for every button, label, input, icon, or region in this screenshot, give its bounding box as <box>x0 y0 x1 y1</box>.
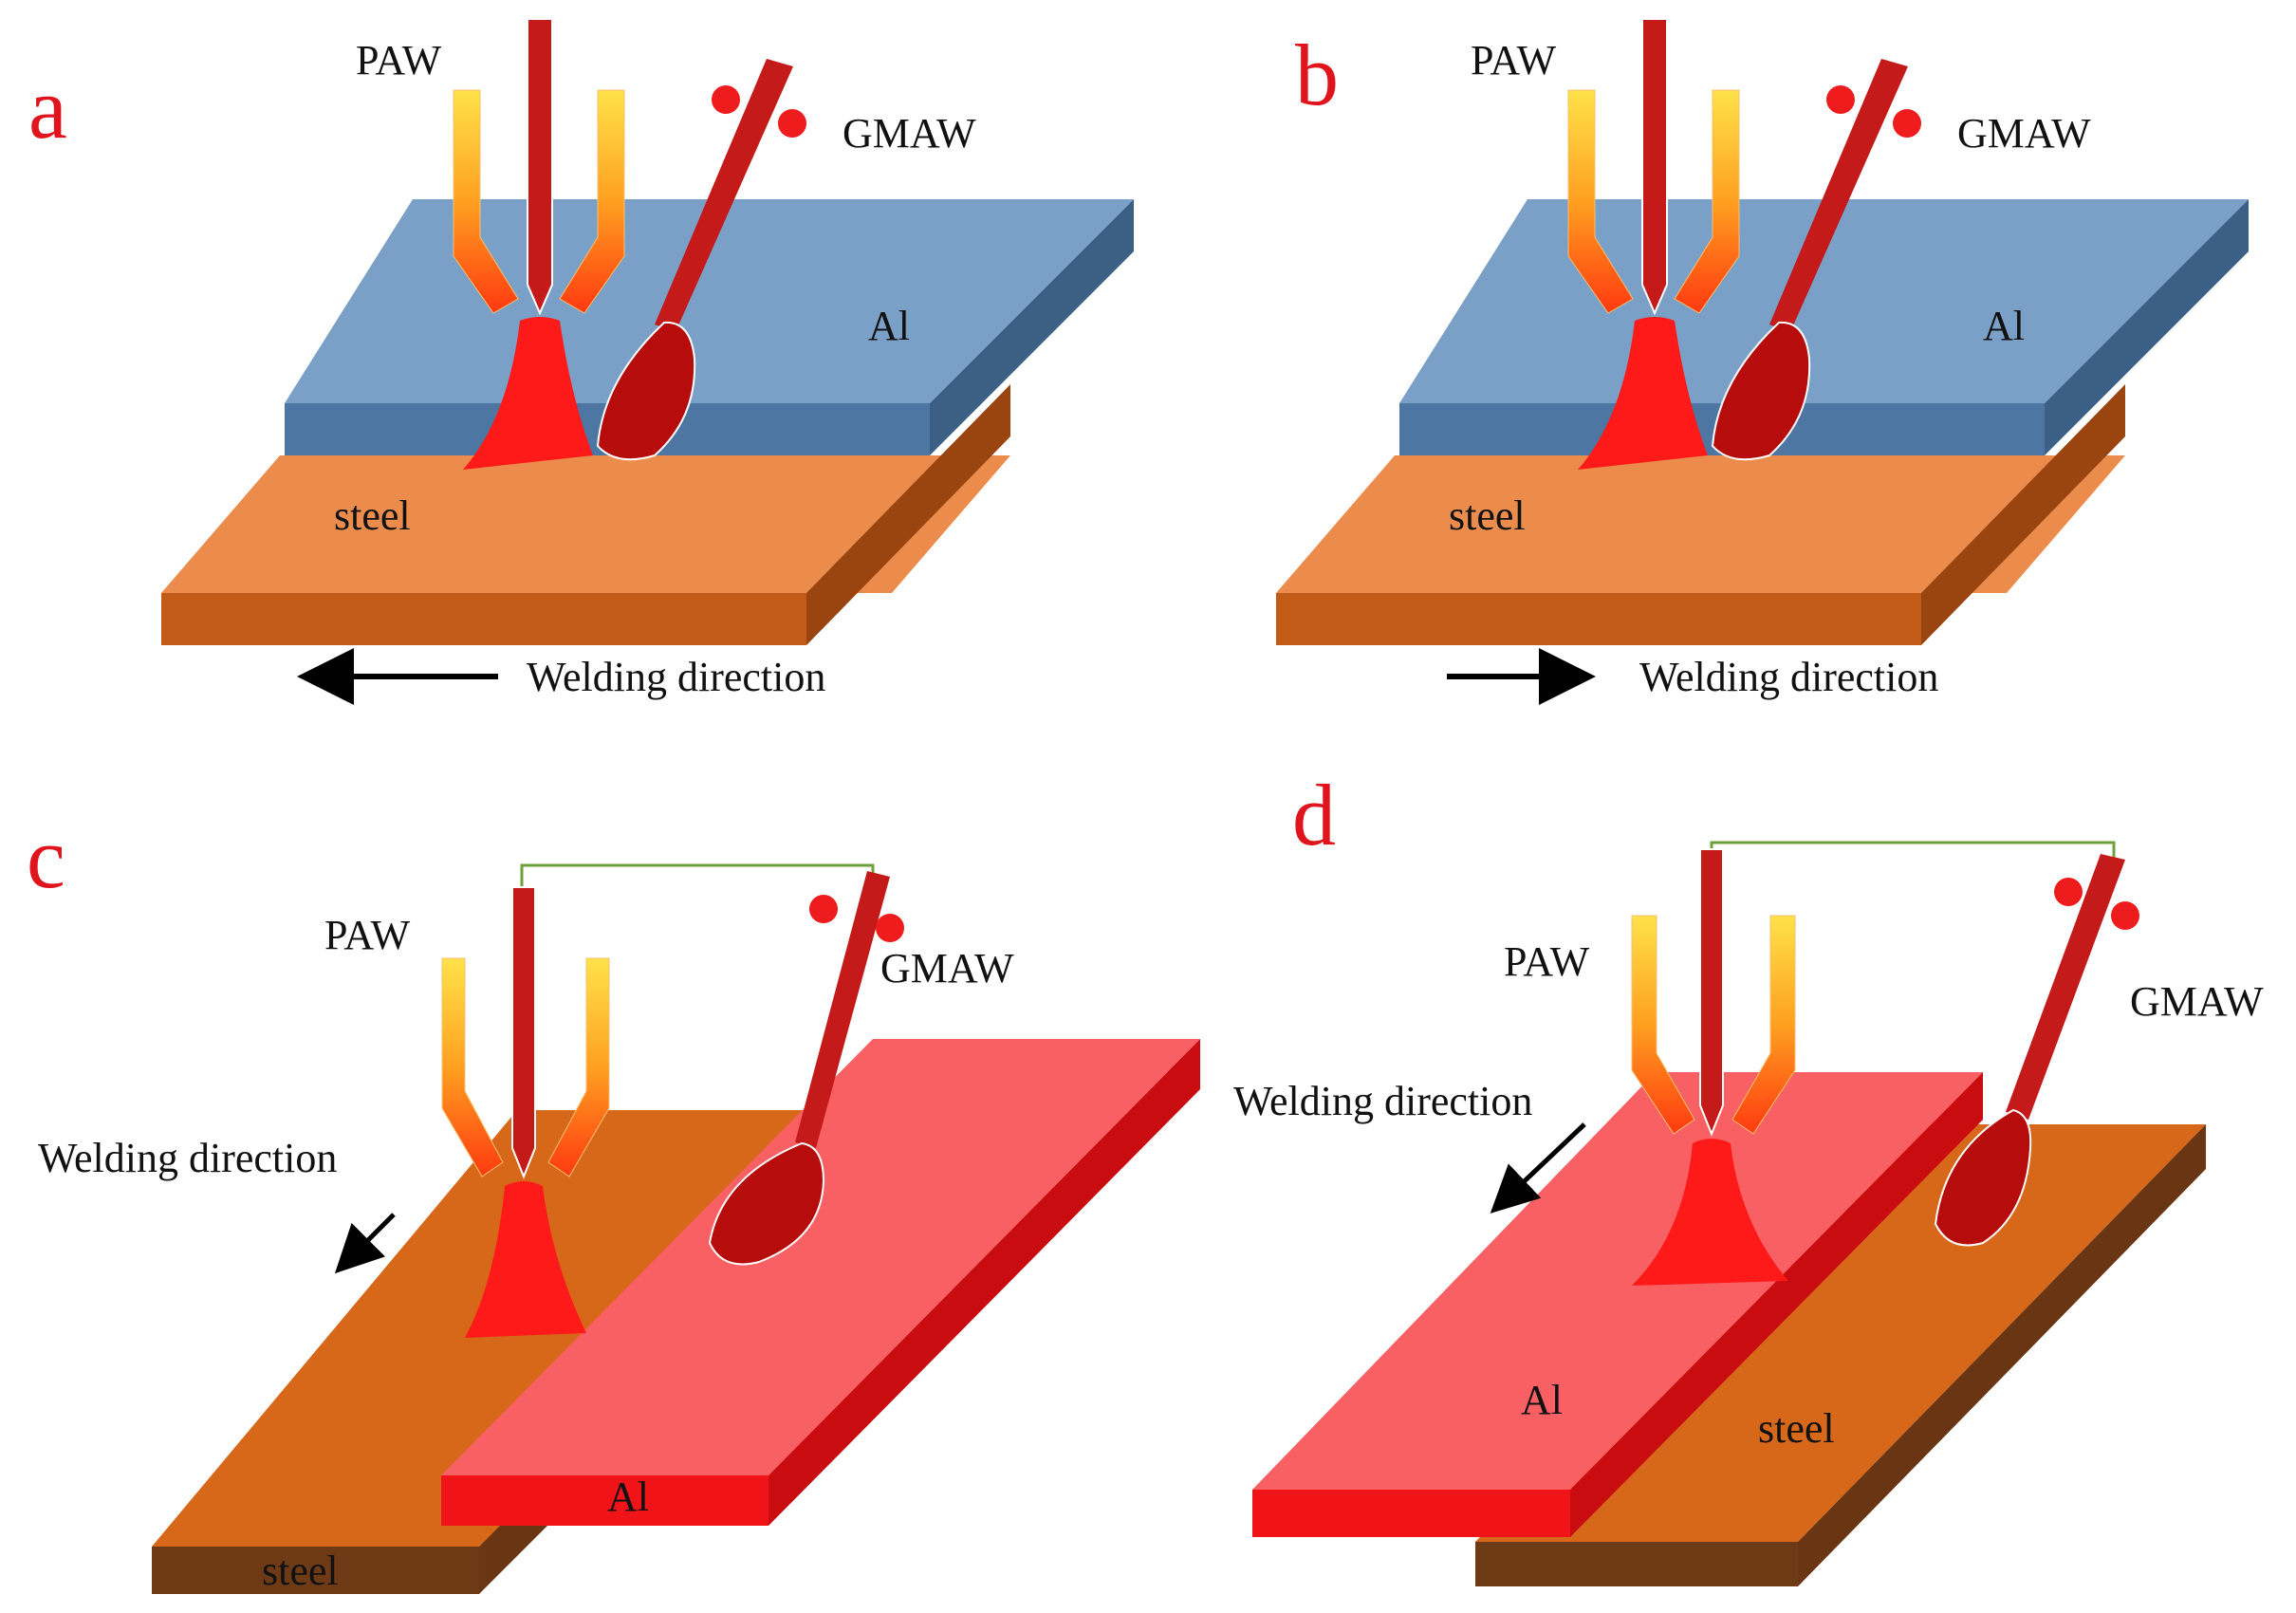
al-plate-top <box>441 1039 1200 1475</box>
gmaw-torch-body <box>795 871 890 1148</box>
gmaw-torch-body <box>2006 854 2125 1120</box>
gmaw-droplet <box>1934 1108 2032 1247</box>
panel-b-gmaw-label: GMAW <box>1957 110 2091 157</box>
panel-c-gmaw-label: GMAW <box>880 945 1014 992</box>
gmaw-wire-drive-icon <box>778 109 806 138</box>
al-plate-top <box>1399 199 2249 403</box>
panel-a-steel-plate <box>161 384 1010 645</box>
panel-b-direction-label: Welding direction <box>1639 654 1938 700</box>
paw-nozzle-left <box>453 89 519 314</box>
panel-d: d PAW GMAW Al steel Welding dir <box>1233 767 2264 1586</box>
gmaw-droplet <box>708 1141 825 1266</box>
panel-d-paw-torch <box>1631 848 1796 1286</box>
panel-b-al-plate <box>1399 199 2249 455</box>
al-plate-front <box>1252 1490 1570 1537</box>
steel-plate-side <box>1921 384 2125 645</box>
steel-plate-front <box>1475 1542 1798 1586</box>
panel-c-paw-label: PAW <box>324 912 411 958</box>
panel-b-letter: b <box>1295 27 1339 123</box>
gmaw-torch-body <box>655 59 793 332</box>
panel-a-gmaw-label: GMAW <box>842 110 976 157</box>
gmaw-droplet <box>1711 321 1811 461</box>
gmaw-wire-drive-icon <box>2054 878 2083 906</box>
gmaw-wire-drive-icon <box>712 85 740 114</box>
steel-plate-top <box>1276 455 2125 593</box>
panel-b-paw-label: PAW <box>1471 37 1557 83</box>
paw-nozzle-right <box>547 957 610 1177</box>
paw-nozzle-right <box>1674 89 1740 314</box>
panel-d-al-label: Al <box>1521 1377 1563 1423</box>
paw-nozzle-left <box>441 957 504 1177</box>
gmaw-wire-drive-icon <box>2111 901 2139 930</box>
al-plate-top <box>1252 1072 1983 1490</box>
paw-electrode <box>1641 18 1668 316</box>
panel-d-gmaw-label: GMAW <box>2130 978 2264 1025</box>
paw-electrode <box>1699 848 1724 1137</box>
paw-electrode <box>511 886 536 1179</box>
al-plate-front <box>441 1475 768 1526</box>
paw-nozzle-left <box>1567 89 1634 314</box>
panel-d-direction-label: Welding direction <box>1233 1078 1532 1124</box>
paw-nozzle-right <box>559 89 625 314</box>
paw-nozzle-left <box>1631 915 1695 1135</box>
al-plate-top <box>285 199 1134 403</box>
steel-plate-top <box>161 455 1010 593</box>
gmaw-wire-drive-icon <box>1893 109 1921 138</box>
steel-plate-side <box>1798 1124 2206 1586</box>
panel-d-steel-label: steel <box>1758 1405 1835 1452</box>
paw-nozzle-right <box>1731 915 1796 1135</box>
panel-a-direction-label: Welding direction <box>527 654 825 700</box>
panel-d-paw-label: PAW <box>1504 938 1590 985</box>
panel-a-paw-torch <box>453 18 625 470</box>
steel-plate-front <box>161 593 806 645</box>
panel-d-letter: d <box>1292 767 1336 863</box>
panel-a-al-label: Al <box>868 303 910 349</box>
gmaw-droplet <box>596 321 696 461</box>
panel-c-letter: c <box>27 809 65 906</box>
paw-arc <box>1578 317 1708 470</box>
panel-c: c PAW GMAW Al steel Welding dir <box>27 809 1200 1594</box>
panel-c-gmaw-torch <box>708 871 904 1266</box>
paw-arc <box>1632 1139 1788 1286</box>
gmaw-torch-body <box>1769 59 1908 332</box>
panel-d-circuit-wire <box>1710 841 2116 859</box>
al-plate-side <box>930 199 1134 455</box>
panel-d-al-plate <box>1252 1072 1983 1537</box>
gmaw-wire-drive-icon <box>1826 85 1855 114</box>
panel-a-steel-label: steel <box>334 492 411 539</box>
panel-c-paw-torch <box>441 886 610 1338</box>
gmaw-wire-drive-icon <box>876 914 904 942</box>
al-plate-side <box>1570 1072 1983 1537</box>
panel-b-steel-plate <box>1276 384 2125 645</box>
panel-b-al-label: Al <box>1983 303 2025 349</box>
panel-b: b PAW GMAW Al steel Welding dire <box>1276 18 2249 705</box>
al-plate-side <box>2045 199 2249 455</box>
gmaw-wire-drive-icon <box>809 895 838 923</box>
panel-c-direction-arrow <box>334 1213 396 1274</box>
al-plate-side <box>768 1039 1200 1526</box>
panel-b-steel-label: steel <box>1449 492 1526 539</box>
panel-a-letter: a <box>28 60 67 157</box>
panel-a-paw-label: PAW <box>356 37 442 83</box>
panel-c-al-plate <box>441 1039 1200 1526</box>
panel-a-gmaw-torch <box>596 59 806 461</box>
panel-a: a PAW GMAW Al steel Welding dire <box>28 18 1134 705</box>
panel-d-gmaw-torch <box>1934 854 2139 1247</box>
paw-arc <box>463 317 593 470</box>
panel-c-circuit-wire <box>520 863 875 887</box>
panel-d-direction-arrow <box>1490 1122 1586 1214</box>
steel-plate-front <box>1276 593 1921 645</box>
panel-b-paw-torch <box>1567 18 1740 470</box>
steel-plate-front <box>152 1547 479 1594</box>
steel-plate-side <box>806 384 1010 645</box>
panel-c-direction-label: Welding direction <box>38 1135 337 1181</box>
panel-b-gmaw-torch <box>1711 59 1921 461</box>
paw-arc <box>465 1181 586 1338</box>
paw-electrode <box>527 18 553 316</box>
panel-c-steel-label: steel <box>262 1548 339 1594</box>
panel-c-al-label: Al <box>607 1474 649 1520</box>
